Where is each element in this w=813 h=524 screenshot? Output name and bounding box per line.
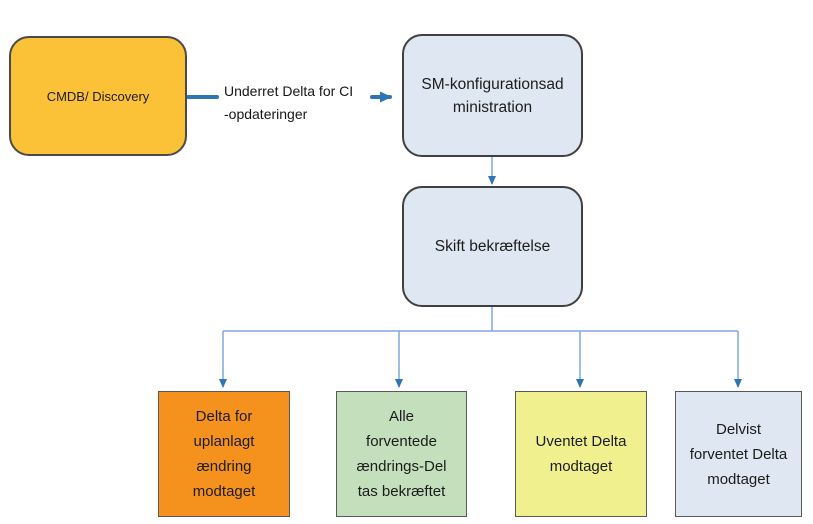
node-alle-forventede-deltas: Alle forventede ændrings-Del tas bekræft… (336, 391, 467, 517)
node-delvist-forventet-delta: Delvist forventet Delta modtaget (675, 391, 802, 517)
edge-label-underret-delta: Underret Delta for CI -opdateringer (224, 83, 354, 122)
node-skift-bekraeftelse: Skift bekræftelse (402, 186, 583, 307)
node-uventet-delta: Uventet Delta modtaget (515, 391, 647, 517)
node-cmdb-discovery: CMDB/ Discovery (9, 36, 187, 156)
node-delta-uplanlagt-aendring: Delta for uplanlagt ændring modtaget (158, 391, 290, 517)
node-sm-konfigurationsadministration: SM-konfigurationsad ministration (402, 34, 583, 157)
